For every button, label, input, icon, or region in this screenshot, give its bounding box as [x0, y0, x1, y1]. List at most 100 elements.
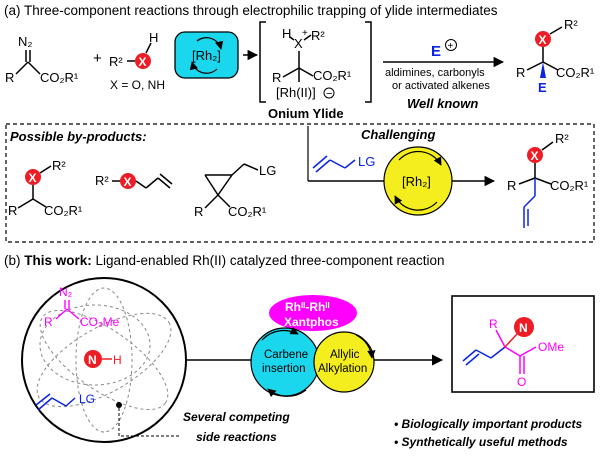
carbene-line-2: insertion — [262, 363, 305, 375]
pb-backbone — [495, 329, 537, 374]
ylide-co2r1: CO₂R¹ — [313, 68, 352, 83]
catalyst-line-1: Rhᴵᴵ-Rhᴵᴵ — [285, 300, 330, 314]
ylide-r: R — [272, 70, 281, 85]
yellow-cycle-icon — [394, 150, 442, 211]
circle-allyl-lg — [35, 393, 76, 411]
byproducts-dashed-box — [5, 123, 595, 243]
circle-diazo — [55, 300, 80, 320]
bp1-r: R — [8, 203, 17, 218]
electrophile-e: E — [431, 43, 441, 60]
plus-sign: + — [93, 50, 102, 67]
ylide-brackets — [259, 21, 372, 103]
product-x: X — [539, 33, 547, 47]
nucleophile-h: H — [149, 30, 158, 45]
circle-lg: LG — [79, 392, 95, 406]
ylide-minus-circle — [323, 87, 335, 99]
allylic-line-2: Alkylation — [318, 363, 367, 375]
bp1-r2: R² — [52, 158, 66, 173]
bp1-bonds — [17, 165, 52, 209]
ylide-minus: − — [326, 88, 332, 100]
reaction-mixture-circle — [21, 277, 187, 443]
circle-co2me: CO₂Me — [80, 315, 120, 329]
electrophile-conditions-1: aldimines, carbonyls — [385, 67, 485, 79]
product-bonds — [526, 26, 563, 71]
electrophile-plus: + — [448, 41, 454, 52]
diazo-compound — [15, 50, 41, 75]
diazo-n2: N₂ — [18, 34, 32, 49]
circle-n2: N₂ — [59, 285, 73, 299]
catalyst-line-2: Xantphos — [284, 315, 339, 329]
diazo-r: R — [5, 70, 14, 85]
pb-allyl — [462, 346, 506, 366]
bp1-x-ball — [25, 169, 41, 185]
cp-x-ball — [527, 147, 543, 163]
rh2-catalyst-label: [Rh₂] — [192, 48, 221, 63]
pb-r: R — [489, 317, 498, 331]
leader-line — [118, 408, 180, 437]
product-r2: R² — [564, 17, 578, 32]
heteroatom-x-ball — [135, 53, 151, 69]
ylide-rh: [Rh(II)] — [276, 85, 316, 100]
circle-h: H — [113, 353, 122, 367]
allylic-circle — [313, 331, 375, 393]
cp-x: X — [531, 149, 539, 163]
pb-o: O — [517, 375, 526, 389]
bp1-x: X — [29, 171, 37, 185]
electrophile-plus-circle — [445, 39, 457, 51]
allyl-lg-reagent — [312, 155, 356, 173]
competing-line-1: Several competing — [183, 410, 290, 424]
cp-allyl — [523, 178, 536, 228]
onium-ylide-label: Onium Ylide — [268, 106, 344, 121]
heteroatom-x: X — [139, 55, 147, 69]
ylide-plus: + — [302, 28, 308, 39]
cp-r: R — [507, 178, 516, 193]
challenging-title: Challenging — [361, 127, 435, 142]
challenging-rh2: [Rh₂] — [402, 174, 431, 189]
bp1-co2r1: CO₂R¹ — [44, 203, 83, 218]
carbene-line-1: Carbene — [264, 349, 308, 361]
pb-n-ball — [514, 317, 534, 337]
allylic-line-1: Allylic — [330, 349, 360, 361]
bullet-1: • Biologically important products — [394, 417, 583, 431]
cp-co2r1: CO₂R¹ — [550, 178, 589, 193]
leader-dot — [116, 402, 122, 408]
bp3-co2r1: CO₂R¹ — [228, 204, 267, 219]
circle-r: R — [44, 315, 53, 329]
circle-n-ball — [84, 350, 102, 368]
product-e: E — [538, 80, 547, 95]
byproducts-title: Possible by-products: — [10, 129, 147, 144]
bp2-allyl — [135, 173, 173, 189]
cycle-arrows — [261, 326, 376, 398]
ylide-bonds — [282, 34, 314, 82]
product-wedge-e — [540, 62, 546, 78]
electrophile-conditions-2: or activated alkenes — [392, 80, 490, 92]
carbene-circle — [250, 327, 320, 397]
bp2-r2: R² — [95, 173, 109, 188]
competing-line-2: side reactions — [196, 430, 277, 444]
cp-r2: R² — [555, 131, 569, 146]
ylide-r2: R² — [311, 28, 325, 43]
nucleophile-condition: X = O, NH — [110, 78, 165, 92]
product-r: R — [516, 65, 525, 80]
bp2-x: X — [124, 175, 132, 189]
svg-text:E: E — [431, 43, 441, 60]
bp3-cyclopropane — [204, 163, 259, 209]
bullet-2: • Synthetically useful methods — [394, 435, 568, 449]
diazo-co2r1: CO₂R¹ — [40, 70, 79, 85]
catalyst-oval — [269, 295, 357, 331]
product-co2r1: CO₂R¹ — [556, 65, 595, 80]
pb-ome: OMe — [538, 340, 564, 354]
x-h-bond — [145, 42, 152, 54]
reagent-lg: LG — [358, 154, 375, 169]
ylide-x: X — [294, 36, 303, 51]
product-box — [451, 295, 595, 393]
bp2-x-ball — [120, 173, 136, 189]
well-known-note: Well known — [407, 96, 478, 111]
pb-n-bond — [504, 333, 518, 348]
circle-n: N — [88, 353, 97, 367]
catalytic-cycle-icon — [189, 37, 224, 74]
competing-paths — [36, 287, 172, 433]
product-x-ball — [535, 31, 551, 47]
bp3-r: R — [194, 204, 203, 219]
